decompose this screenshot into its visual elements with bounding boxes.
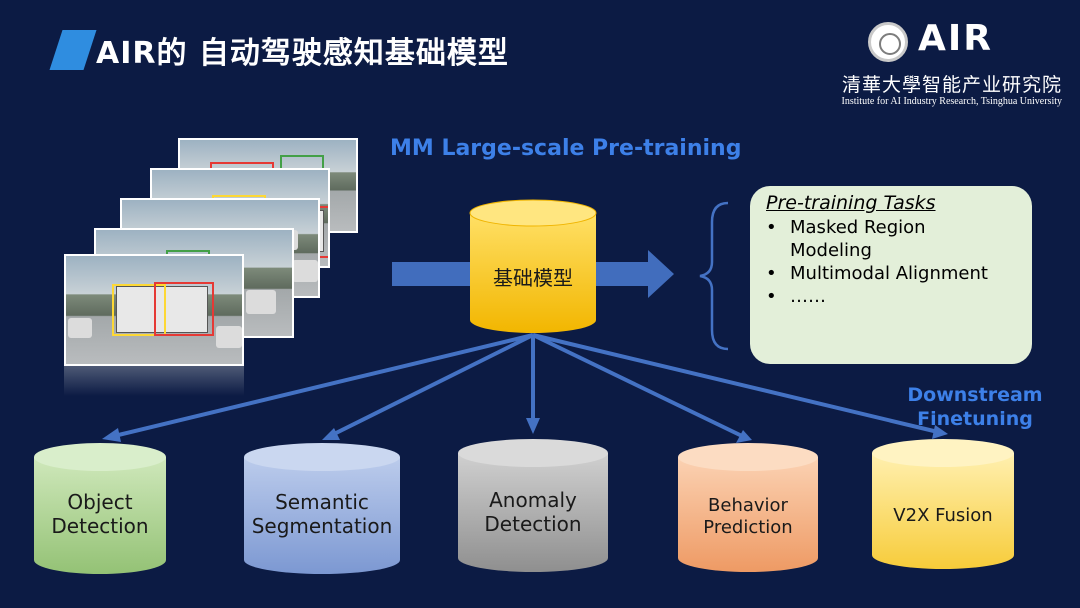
pretrain-heading: MM Large-scale Pre-training [390,136,742,161]
tasks-title: Pre-training Tasks [766,192,936,214]
pretraining-tasks-box: Pre-training Tasks Masked Region Modelin… [750,186,1032,364]
task-item: Multimodal Alignment [766,262,1016,285]
institute-logo: AIR 清華大學智能产业研究院 Institute for AI Industr… [822,18,1062,113]
logo-brand: AIR [918,18,993,59]
downstream-heading-line: Finetuning [917,408,1033,430]
label-line: Detection [484,512,582,536]
label-line: Prediction [703,517,793,538]
label-line: Anomaly [489,488,577,512]
foundation-model-label: 基础模型 [493,266,573,290]
tasks-list: Masked Region Modeling Multimodal Alignm… [766,216,1016,308]
task-item-continuation: Modeling [790,240,872,261]
anomaly-detection-cylinder [458,439,608,572]
object-detection-cylinder [34,443,166,574]
label-line: Detection [51,514,149,538]
traffic-image [64,254,244,366]
behavior-prediction-cylinder [678,443,818,572]
label-line: Object [67,490,133,514]
image-reflection [64,366,244,396]
downstream-heading-line: Downstream [907,384,1043,406]
task-item: Masked Region [766,216,1016,239]
logo-english-name: Institute for AI Industry Research, Tsin… [841,96,1062,107]
label-line: Behavior [708,495,788,516]
tasks-brace [699,201,729,351]
anomaly-detection-label: Anomaly Detection [458,488,608,538]
downstream-arrows [109,333,939,439]
foundation-model-cylinder [469,199,597,333]
university-seal-icon [868,22,908,62]
behavior-prediction-label: Behavior Prediction [678,494,818,544]
downstream-arrowheads [102,418,948,443]
task-item: …… [766,285,1016,308]
v2x-fusion-label: V2X Fusion [872,504,1014,534]
slide-title: AIR的 自动驾驶感知基础模型 [49,26,509,74]
downstream-heading: Downstream Finetuning [900,383,1050,431]
logo-chinese-name: 清華大學智能产业研究院 [841,74,1062,96]
object-detection-label: Object Detection [34,490,166,540]
semantic-segmentation-label: Semantic Segmentation [244,490,400,540]
label-line: Semantic [275,490,369,514]
semantic-segmentation-cylinder [244,443,400,574]
label-line: V2X Fusion [893,505,993,526]
v2x-fusion-cylinder [872,439,1014,569]
title-text: AIR的 自动驾驶感知基础模型 [96,36,509,71]
label-line: Segmentation [251,514,393,538]
